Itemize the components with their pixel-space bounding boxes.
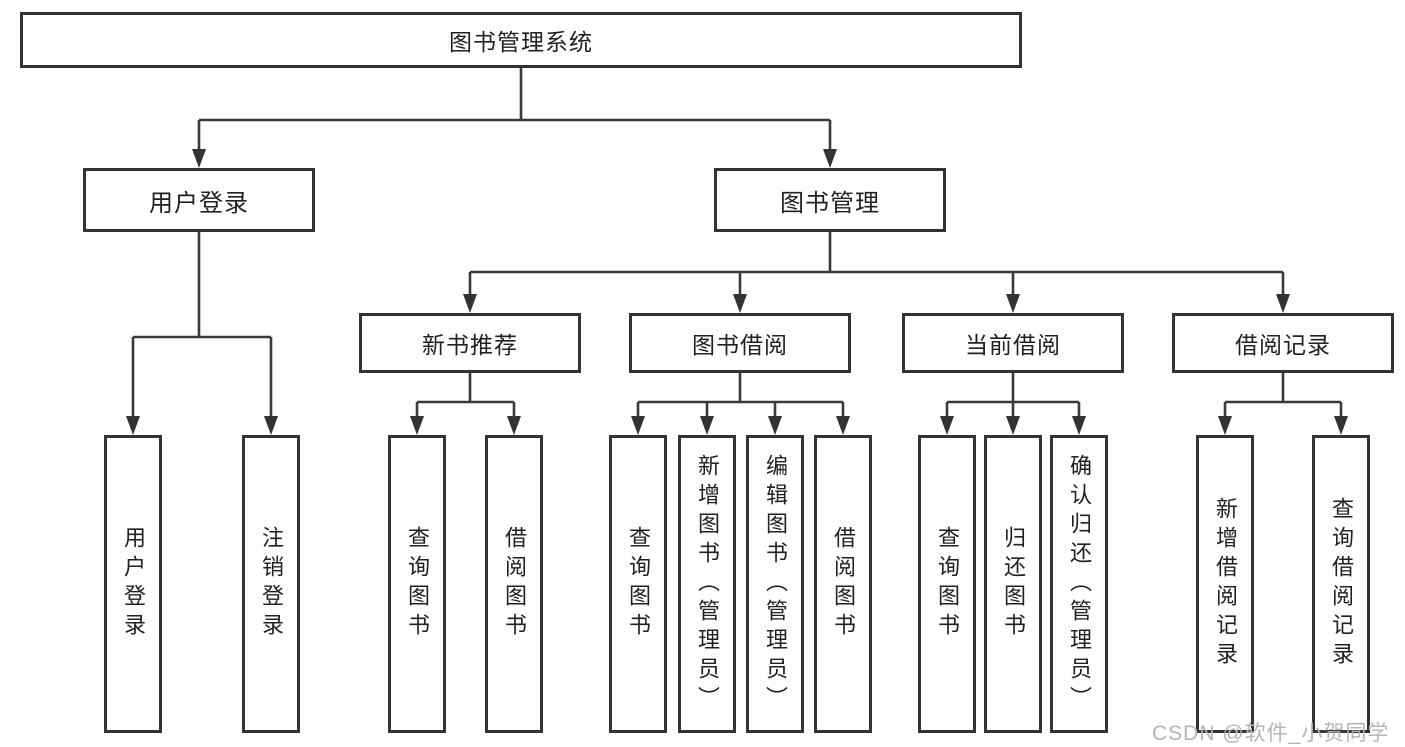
node-label: 图书管理 <box>780 189 880 217</box>
leaf-label: 查询图书 <box>626 526 651 642</box>
node-book-management: 图书管理 <box>714 168 946 232</box>
connector-root-to-level2 <box>197 68 832 152</box>
leaf-user-login: 用户登录 <box>104 435 162 733</box>
leaf-label: 借阅图书 <box>502 526 527 642</box>
leaf-query-book-borrow: 查询图书 <box>609 435 667 733</box>
leaf-label: 注销登录 <box>259 526 284 642</box>
connector-new-book-group <box>415 373 516 419</box>
leaf-edit-book-admin: 编辑图书（管理员） <box>746 435 804 733</box>
leaf-borrow-book-recommend: 借阅图书 <box>485 435 543 733</box>
leaf-add-borrow-record: 新增借阅记录 <box>1196 435 1254 733</box>
leaf-label: 查询图书 <box>405 526 430 642</box>
leaf-return-book: 归还图书 <box>984 435 1042 733</box>
node-current-borrow: 当前借阅 <box>902 313 1124 373</box>
leaf-label: 归还图书 <box>1001 526 1026 642</box>
leaf-label: 确认归还（管理员） <box>1067 453 1092 715</box>
leaf-logout: 注销登录 <box>242 435 300 733</box>
arrowheads <box>126 149 1348 435</box>
leaf-label: 查询借阅记录 <box>1329 497 1354 671</box>
leaf-borrow-book: 借阅图书 <box>814 435 872 733</box>
leaf-label: 查询图书 <box>935 526 960 642</box>
leaf-label: 新增图书（管理员） <box>695 453 720 715</box>
leaf-label: 编辑图书（管理员） <box>763 453 788 715</box>
connector-user-login-branch <box>131 232 273 419</box>
leaf-query-book-recommend: 查询图书 <box>388 435 446 733</box>
leaf-add-book-admin: 新增图书（管理员） <box>678 435 736 733</box>
leaf-query-book-current: 查询图书 <box>918 435 976 733</box>
leaf-label: 借阅图书 <box>831 526 856 642</box>
connector-book-management-branch <box>468 232 1285 297</box>
node-new-book-recommend: 新书推荐 <box>359 313 581 373</box>
node-book-borrow: 图书借阅 <box>629 313 851 373</box>
leaf-query-borrow-record: 查询借阅记录 <box>1312 435 1370 733</box>
leaf-label: 用户登录 <box>121 526 146 642</box>
node-label: 用户登录 <box>149 189 249 217</box>
node-root-system: 图书管理系统 <box>20 12 1022 68</box>
node-borrow-record: 借阅记录 <box>1172 313 1394 373</box>
connector-current-borrow-group <box>945 373 1081 419</box>
node-label: 借阅记录 <box>1235 332 1331 358</box>
connector-book-borrow-group <box>636 373 845 419</box>
node-user-login: 用户登录 <box>83 168 315 232</box>
node-label: 图书借阅 <box>692 332 788 358</box>
leaf-confirm-return-admin: 确认归还（管理员） <box>1050 435 1108 733</box>
node-label: 当前借阅 <box>965 332 1061 358</box>
node-label: 新书推荐 <box>422 332 518 358</box>
csdn-watermark: CSDN @软件_小贺同学 <box>1152 722 1390 745</box>
leaf-label: 新增借阅记录 <box>1213 497 1238 671</box>
connector-borrow-record-group <box>1223 373 1343 419</box>
node-label: 图书管理系统 <box>449 29 593 55</box>
